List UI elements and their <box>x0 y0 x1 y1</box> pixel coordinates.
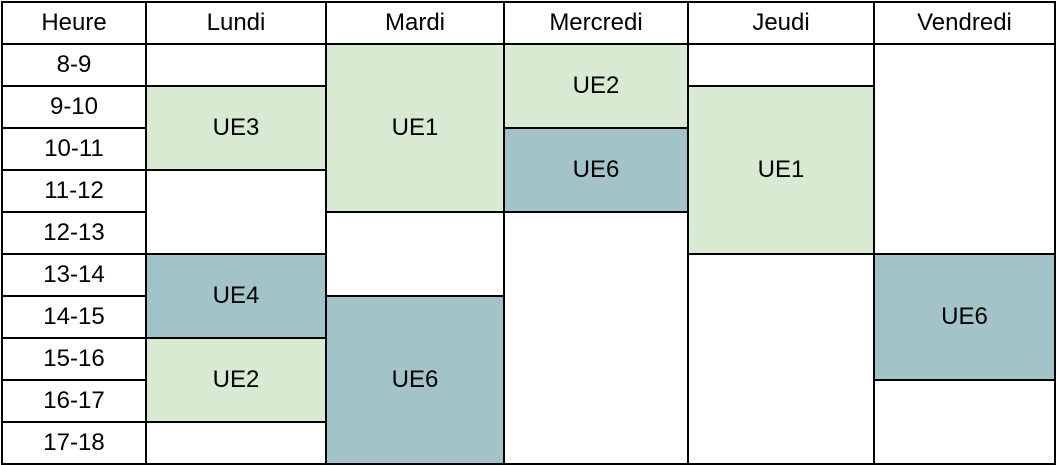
table-row: 12-13 <box>1 211 1055 465</box>
hour-cell: 10-11 <box>1 127 147 171</box>
table-row: 8-9 UE1 UE2 <box>1 43 1056 255</box>
hour-cell: 11-12 <box>1 169 147 213</box>
hour-cell: 17-18 <box>1 421 147 465</box>
table-row: 16-17 <box>1 379 1056 465</box>
course-mardi-ue1: UE1 <box>325 43 505 213</box>
table-row: 11-12 <box>1 169 1055 255</box>
empty-slot <box>687 253 875 465</box>
empty-slot <box>145 169 327 255</box>
header-vendredi: Vendredi <box>873 1 1056 45</box>
course-jeudi-ue1: UE1 <box>687 85 875 255</box>
empty-slot <box>503 211 689 465</box>
empty-slot <box>873 43 1056 255</box>
header-jeudi: Jeudi <box>687 1 875 45</box>
course-vendredi-ue6: UE6 <box>873 253 1056 381</box>
header-mercredi: Mercredi <box>503 1 689 45</box>
course-mardi-ue6: UE6 <box>325 295 505 465</box>
course-lundi-ue4: UE4 <box>145 253 327 339</box>
table-row: 10-11 UE6 <box>1 127 1055 213</box>
hour-cell: 12-13 <box>1 211 147 255</box>
course-mercredi-ue2: UE2 <box>503 43 689 129</box>
empty-slot <box>687 43 875 87</box>
hour-cell: 16-17 <box>1 379 147 423</box>
course-mercredi-ue6: UE6 <box>503 127 689 213</box>
empty-slot <box>145 43 327 87</box>
hour-cell: 8-9 <box>1 43 147 87</box>
hour-cell: 13-14 <box>1 253 147 297</box>
hour-cell: 9-10 <box>1 85 147 129</box>
header-lundi: Lundi <box>145 1 327 45</box>
header-row: Heure Lundi Mardi Mercredi Jeudi Vendred… <box>1 1 1056 45</box>
table-row: 17-18 <box>1 421 1055 465</box>
table-row: 9-10 UE3 UE1 <box>1 85 1055 255</box>
empty-slot <box>145 421 327 465</box>
table-row: 14-15 UE6 <box>1 295 1055 465</box>
empty-slot <box>873 379 1056 465</box>
empty-slot <box>325 211 505 297</box>
table-row: 13-14 UE4 UE6 <box>1 253 1056 465</box>
hour-cell: 14-15 <box>1 295 147 339</box>
hour-cell: 15-16 <box>1 337 147 381</box>
header-mardi: Mardi <box>325 1 505 45</box>
course-lundi-ue2: UE2 <box>145 337 327 423</box>
table-row: 15-16 UE2 <box>1 337 1055 423</box>
course-lundi-ue3: UE3 <box>145 85 327 171</box>
header-heure: Heure <box>1 1 147 45</box>
